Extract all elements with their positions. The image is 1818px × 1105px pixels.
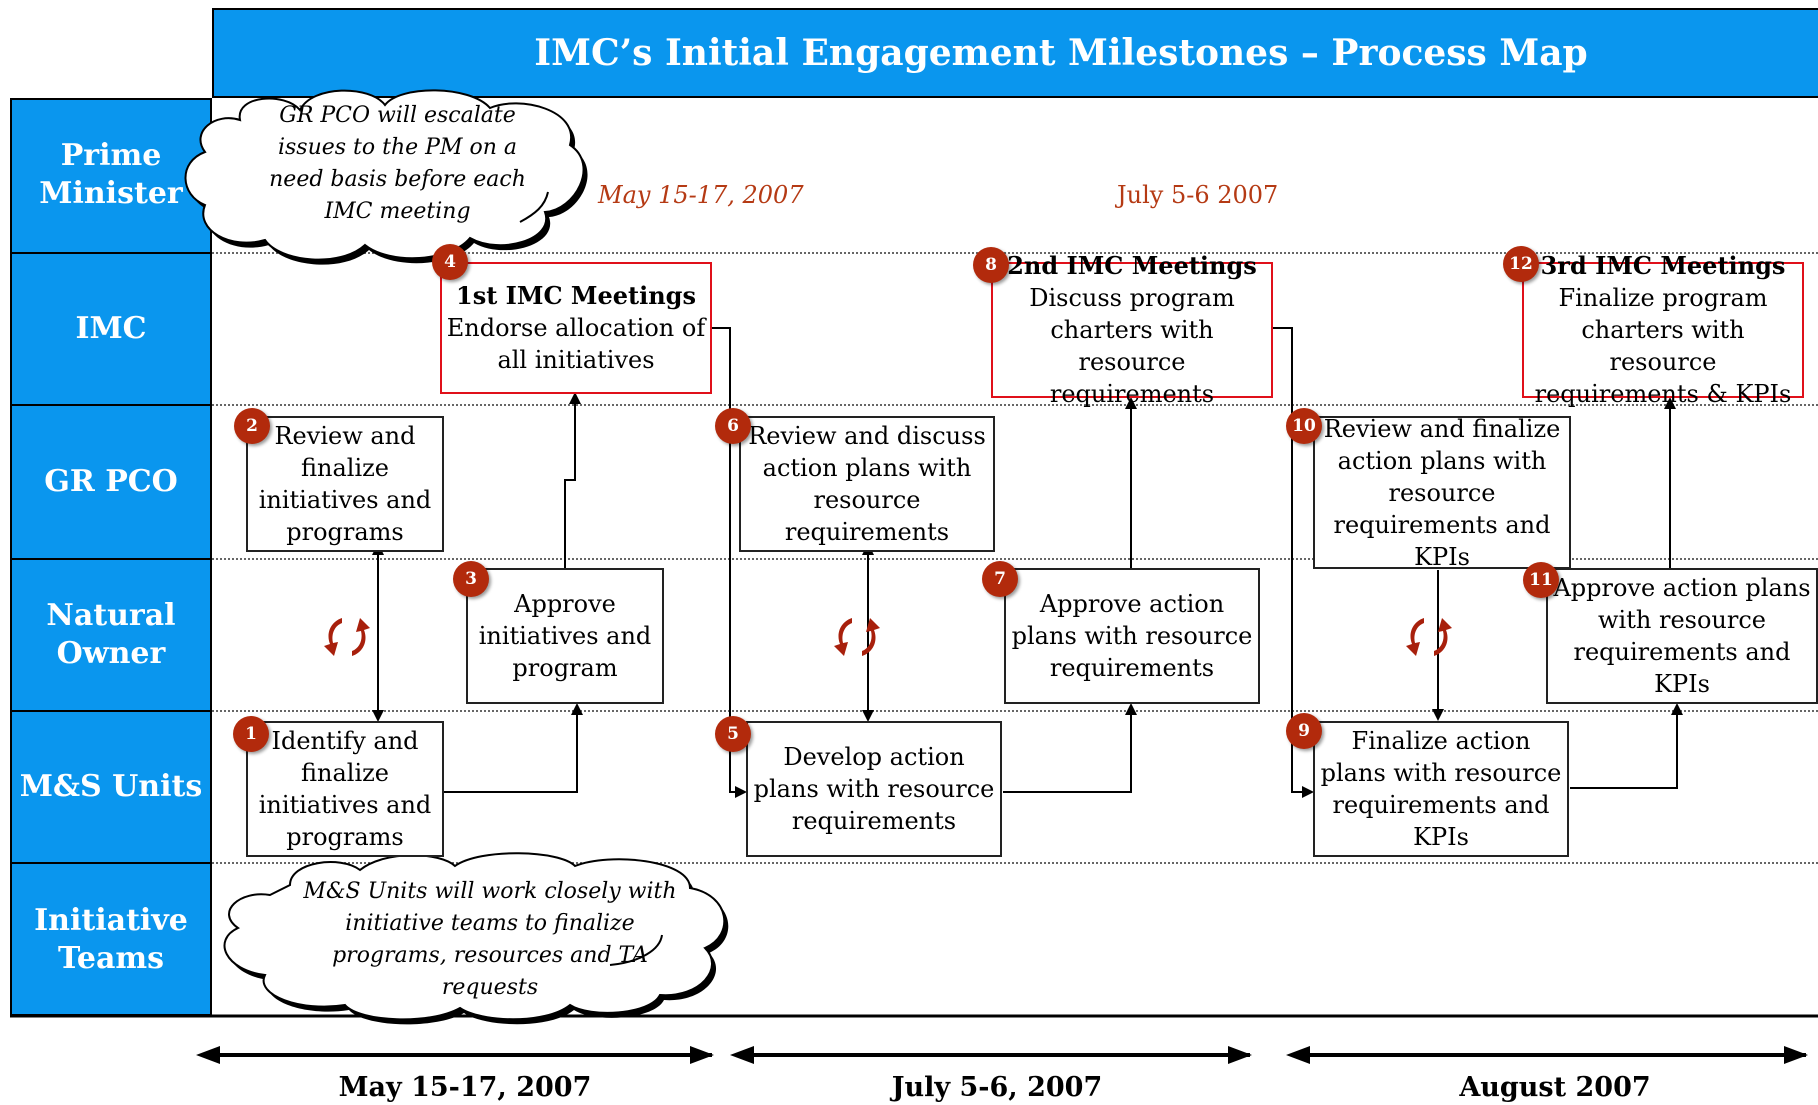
cloud-callout-top xyxy=(184,89,588,265)
cycle-icon xyxy=(324,618,370,656)
connector-9-11 xyxy=(1570,703,1683,789)
connector-3-4 xyxy=(564,392,581,568)
lane-divider xyxy=(10,710,212,712)
step-box-10: Review and finalize action plans with re… xyxy=(1313,415,1571,571)
step-badge-1: 1 xyxy=(233,716,269,752)
connector-8-9 xyxy=(1273,327,1314,798)
lane-divider xyxy=(10,404,212,406)
lane-label-gr-pco: GR PCO xyxy=(44,464,178,499)
step-badge-5: 5 xyxy=(715,716,751,752)
meeting-title-3: 3rd IMC Meetings xyxy=(1540,251,1786,280)
meeting-date-2: July 5-6 2007 xyxy=(1117,181,1279,209)
step-box-3: Approve initiatives and program xyxy=(466,568,664,704)
step-box-11: Approve action plans with resource requi… xyxy=(1546,568,1818,704)
meeting-text-3: Finalize program charters with resource … xyxy=(1534,284,1792,408)
step-badge-12: 12 xyxy=(1503,246,1539,282)
meeting-title-2: 2nd IMC Meetings xyxy=(1007,251,1257,280)
step-box-2: Review and finalize initiatives and prog… xyxy=(246,416,444,552)
lane-label-natural-owner: Natural Owner xyxy=(46,598,176,671)
step-badge-11: 11 xyxy=(1523,562,1559,598)
cloud-text-bottom: M&S Units will work closely with initiat… xyxy=(303,879,677,1000)
connector-4-5 xyxy=(712,327,747,798)
connector-1-3 xyxy=(444,703,583,793)
meeting-text-2: Discuss program charters with resource r… xyxy=(1029,284,1235,408)
step-box-6: Review and discuss action plans with res… xyxy=(739,416,995,552)
cycle-icon xyxy=(1406,618,1452,656)
cycle-icon xyxy=(834,618,880,656)
meeting-text-1: Endorse allocation of all initiatives xyxy=(446,314,706,374)
lane-label-ms-units: M&S Units xyxy=(19,769,203,804)
timeline-label-1: May 15-17, 2007 xyxy=(338,1072,592,1103)
page-title: IMC’s Initial Engagement Milestones – Pr… xyxy=(212,8,1818,98)
lane-separator xyxy=(212,862,1818,864)
step-box-1: Identify and finalize initiatives and pr… xyxy=(246,721,444,857)
meeting-date-1: May 15-17, 2007 xyxy=(598,181,804,209)
lane-divider xyxy=(10,558,212,560)
step-badge-10: 10 xyxy=(1286,408,1322,444)
step-badge-9: 9 xyxy=(1286,713,1322,749)
lane-label-imc: IMC xyxy=(75,311,147,346)
lane-divider xyxy=(10,862,212,864)
step-badge-4: 4 xyxy=(432,244,468,280)
cloud-callout-bottom xyxy=(223,852,729,1025)
meeting-title-1: 1st IMC Meetings xyxy=(456,281,696,310)
lane-label-initiative-teams: Initiative Teams xyxy=(34,903,188,976)
lane-separator xyxy=(212,252,1818,254)
step-box-8: 2nd IMC Meetings Discuss program charter… xyxy=(991,251,1273,408)
step-box-4: 1st IMC Meetings Endorse allocation of a… xyxy=(440,262,712,394)
step-box-12: 3rd IMC Meetings Finalize program charte… xyxy=(1522,251,1804,408)
cloud-text-top: GR PCO will escalate issues to the PM on… xyxy=(269,103,526,224)
lane-separator xyxy=(212,558,1818,560)
step-badge-8: 8 xyxy=(973,247,1009,283)
step-badge-3: 3 xyxy=(453,561,489,597)
step-box-5: Develop action plans with resource requi… xyxy=(746,721,1002,857)
step-badge-2: 2 xyxy=(234,408,270,444)
step-box-7: Approve action plans with resource requi… xyxy=(1004,568,1260,704)
step-badge-7: 7 xyxy=(982,561,1018,597)
timeline-label-2: July 5-6, 2007 xyxy=(891,1072,1103,1103)
connector-5-7 xyxy=(1003,703,1137,793)
lane-divider xyxy=(10,252,212,254)
step-badge-6: 6 xyxy=(715,408,751,444)
step-box-9: Finalize action plans with resource requ… xyxy=(1313,721,1569,857)
lane-label-prime-minister: Prime Minister xyxy=(39,138,183,211)
timeline-label-3: August 2007 xyxy=(1459,1072,1651,1103)
lane-separator xyxy=(212,710,1818,712)
lane-separator xyxy=(212,404,1818,406)
